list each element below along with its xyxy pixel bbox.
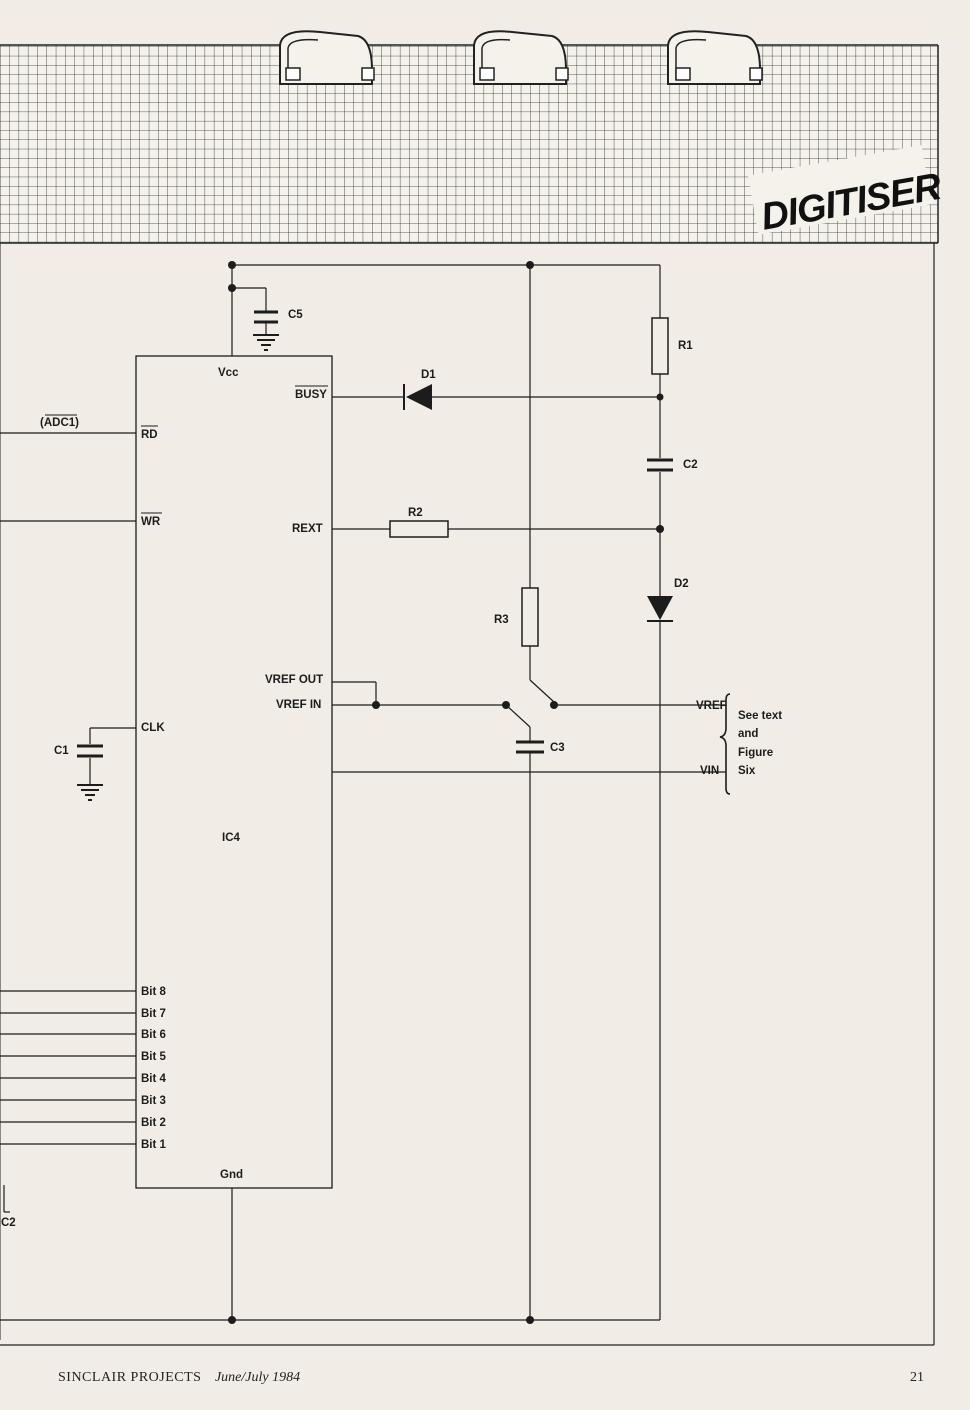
r2-label: R2 bbox=[408, 507, 423, 519]
bit-2-label: Bit 2 bbox=[141, 1117, 166, 1129]
vcc-label: Vcc bbox=[218, 367, 239, 379]
c1-label: C1 bbox=[54, 745, 69, 757]
c1-capacitor bbox=[77, 744, 103, 758]
page-number: 21 bbox=[910, 1370, 924, 1385]
note-line-2: and bbox=[738, 728, 758, 740]
d2-label: D2 bbox=[674, 578, 689, 590]
r3-label: R3 bbox=[494, 614, 509, 626]
rd-label: RD bbox=[141, 429, 158, 441]
c2-edge-label: C2 bbox=[1, 1217, 16, 1229]
ic4-label: IC4 bbox=[222, 832, 241, 844]
graph-paper-header: DIGITISER bbox=[0, 30, 945, 244]
bit-5-label: Bit 5 bbox=[141, 1051, 167, 1063]
c3-label: C3 bbox=[550, 742, 565, 754]
c5-capacitor bbox=[254, 310, 278, 324]
binder-ring-3 bbox=[667, 30, 763, 85]
note-brace bbox=[719, 693, 731, 795]
issue-date: June/July 1984 bbox=[214, 1370, 301, 1385]
ic4-body bbox=[135, 355, 333, 1189]
vref-out-label: VREF OUT bbox=[265, 674, 323, 686]
gnd-label: Gnd bbox=[220, 1169, 243, 1181]
binder-ring-2 bbox=[473, 30, 569, 85]
r3-resistor bbox=[521, 587, 539, 647]
vref-label: VREF bbox=[696, 700, 727, 712]
vref-in-label: VREF IN bbox=[276, 699, 321, 711]
c2-capacitor bbox=[647, 458, 673, 472]
clk-label: CLK bbox=[141, 722, 165, 734]
note-line-1: See text bbox=[738, 710, 782, 722]
d1-diode bbox=[403, 384, 432, 410]
c5-ground-icon bbox=[253, 334, 279, 351]
vin-label: VIN bbox=[700, 765, 719, 777]
rext-label: REXT bbox=[292, 523, 323, 535]
binder-ring-1 bbox=[279, 30, 375, 85]
r2-resistor bbox=[389, 520, 449, 538]
note-line-4: Six bbox=[738, 765, 756, 777]
publication-name: SINCLAIR PROJECTS bbox=[58, 1370, 202, 1385]
bit-3-label: Bit 3 bbox=[141, 1095, 166, 1107]
junction-dots bbox=[228, 261, 664, 1324]
busy-label: BUSY bbox=[295, 389, 327, 401]
c3-capacitor bbox=[516, 740, 544, 754]
d1-label: D1 bbox=[421, 369, 436, 381]
c2-label: C2 bbox=[683, 459, 698, 471]
r1-label: R1 bbox=[678, 340, 693, 352]
note-line-3: Figure bbox=[738, 747, 773, 759]
bit-4-label: Bit 4 bbox=[141, 1073, 167, 1085]
bit-1-label: Bit 1 bbox=[141, 1139, 167, 1151]
bit-6-label: Bit 6 bbox=[141, 1029, 166, 1041]
circuit-wiring bbox=[0, 264, 726, 1321]
c5-label: C5 bbox=[288, 309, 303, 321]
adc1-label: (ADC1) bbox=[40, 417, 79, 429]
c1-ground-icon bbox=[77, 784, 103, 801]
wr-label: WR bbox=[141, 516, 161, 528]
d2-diode bbox=[647, 596, 673, 622]
page-footer: SINCLAIR PROJECTS June/July 1984 21 bbox=[58, 1370, 924, 1386]
bit-8-label: Bit 8 bbox=[141, 986, 167, 998]
bit-7-label: Bit 7 bbox=[141, 1008, 166, 1020]
r1-resistor bbox=[651, 317, 669, 375]
